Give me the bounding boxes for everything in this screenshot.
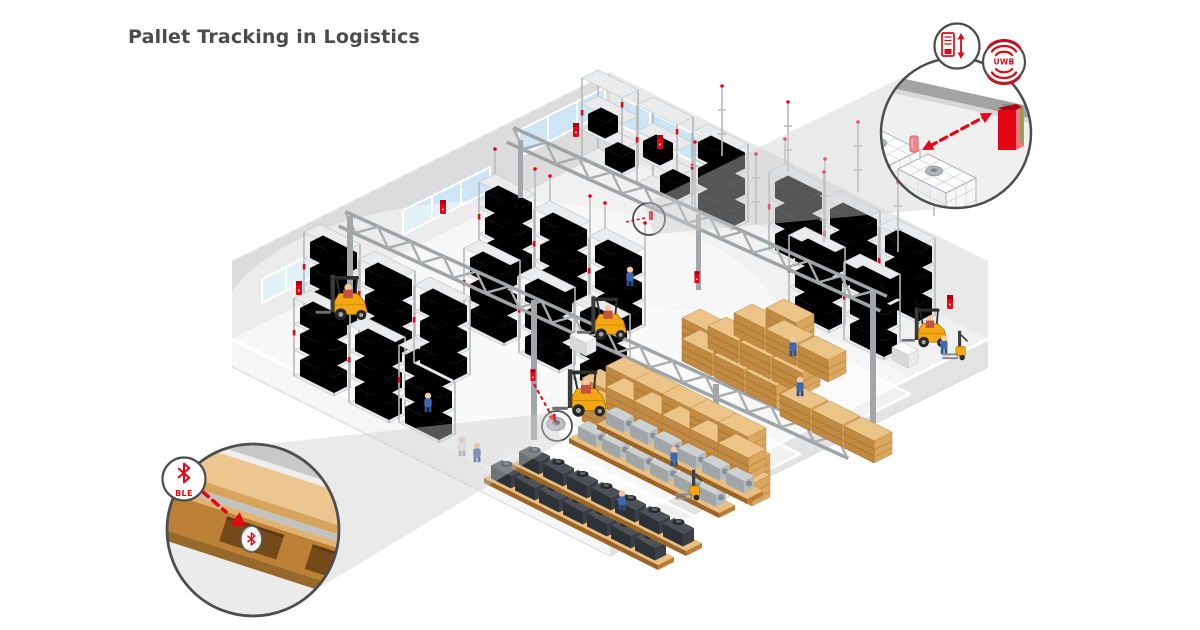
ble-dashed-arrow [201,490,228,514]
uwb-signal-badge: UWB [981,39,1027,85]
ble-tag-device [240,525,263,553]
anchor-ranging-badge [933,22,981,70]
ble-badge: BLE [161,456,207,502]
page-title: Pallet Tracking in Logistics [128,26,421,48]
uwb-label: UWB [994,58,1015,67]
bluetooth-icon [247,532,256,546]
uwb-tag-on-cage [909,135,919,153]
bluetooth-icon [177,462,191,484]
ranging-dashed-arrow [928,115,986,148]
uwb-signal-icon: UWB [986,39,1022,85]
wall-top-edge [231,67,989,261]
ble-zoom-source-circle [541,410,573,442]
uwb-anchors-and-tags [296,123,953,442]
floor-slab-left [232,339,610,556]
uwb-zoom-source-circle [632,202,666,236]
uwb-anchor-device [998,110,1016,150]
ble-label: BLE [175,489,193,498]
anchor-ranging-icon [941,32,965,59]
